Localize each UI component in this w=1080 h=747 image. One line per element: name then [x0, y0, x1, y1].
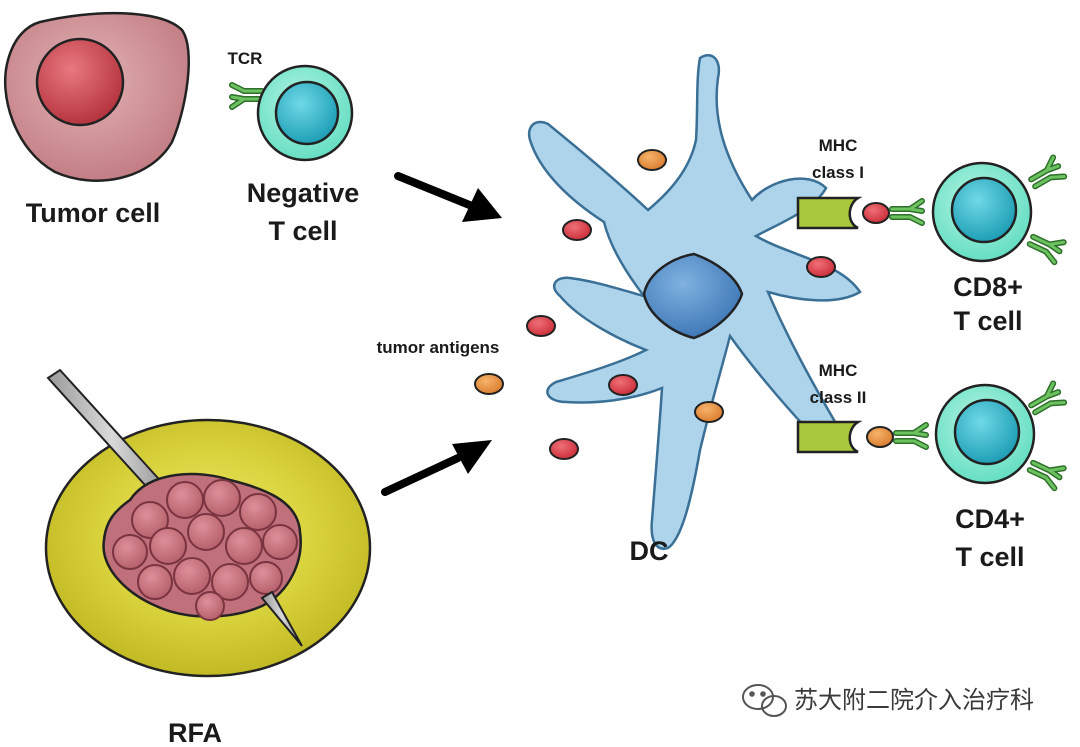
cd8-t-cell: [892, 157, 1064, 262]
antigen-red: [608, 374, 638, 396]
mhc-class-1-label-line2: class I: [812, 163, 864, 182]
tumor-antigens-label: tumor antigens: [377, 338, 500, 357]
antigen-red: [549, 438, 579, 460]
antigen-red: [862, 202, 890, 224]
receptor-icon: [1027, 456, 1063, 489]
cd8-label-line1: CD8+: [953, 272, 1023, 302]
mhc-class-2: [796, 420, 894, 454]
tcr-receptor-icon: [896, 425, 926, 447]
watermark-text: 苏大附二院介入治疗科: [794, 686, 1034, 714]
receptor-icon: [1027, 383, 1064, 417]
antigen-red: [562, 219, 592, 241]
rfa-needle-tip: [260, 590, 303, 647]
rfa-ablation: [44, 368, 372, 678]
arrow-lower: [381, 440, 492, 496]
tumor-antigens: [474, 149, 836, 460]
receptor-icon: [1027, 230, 1063, 263]
dendritic-cell: [527, 53, 862, 550]
cd4-t-cell: [896, 383, 1064, 488]
antigen-orange: [866, 426, 894, 448]
negative-t-cell-label-line2: T cell: [268, 216, 337, 246]
tcr-receptor-icon: [232, 85, 262, 107]
mhc-class-2-label-line2: class II: [810, 388, 867, 407]
dc-label: DC: [630, 536, 669, 566]
mhc-class-2-label-line1: MHC: [819, 361, 858, 380]
receptor-icon: [1027, 157, 1064, 191]
antigen-red: [806, 256, 836, 278]
cd8-label-line2: T cell: [953, 306, 1022, 336]
tcr-receptor-icon: [892, 201, 922, 223]
cd4-label-line1: CD4+: [955, 504, 1025, 534]
cd4-label-line2: T cell: [955, 542, 1024, 572]
mhc-class-1-label-line1: MHC: [819, 136, 858, 155]
antigen-orange: [694, 401, 724, 423]
dc-nucleus: [642, 252, 744, 340]
rfa-label: RFA: [168, 718, 222, 747]
ablated-tumor: [102, 472, 302, 621]
negative-t-cell: [232, 64, 354, 162]
tumor-nucleus: [35, 37, 125, 127]
antigen-red: [526, 315, 556, 337]
antigen-orange: [474, 373, 504, 395]
tcr-label: TCR: [228, 49, 263, 68]
wechat-icon: [742, 684, 787, 717]
mhc-class-1: [796, 196, 890, 230]
antigen-orange: [637, 149, 667, 171]
tumor-cell: [3, 11, 190, 182]
tumor-cell-label: Tumor cell: [26, 198, 161, 228]
arrow-upper: [394, 172, 502, 222]
negative-t-cell-label-line1: Negative: [247, 178, 360, 208]
